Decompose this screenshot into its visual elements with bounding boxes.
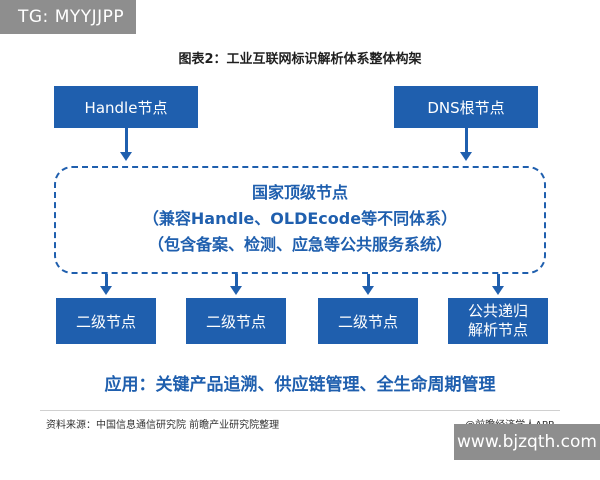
national-node-services: （包含备案、检测、应急等公共服务系统）	[147, 235, 452, 254]
arrow-to-node1	[100, 274, 112, 295]
overlay-tag: TG: MYYJJPP	[0, 0, 136, 34]
national-node-title: 国家顶级节点	[251, 183, 348, 202]
handle-node: Handle节点	[54, 86, 198, 128]
arrow-to-recursive	[492, 274, 504, 295]
dns-root-node: DNS根节点	[394, 86, 538, 128]
source-note: 资料来源：中国信息通信研究院 前瞻产业研究院整理	[46, 420, 280, 431]
national-node-compat: （兼容Handle、OLDEcode等不同体系）	[142, 209, 458, 228]
secondary-node-3: 二级节点	[318, 298, 418, 344]
figure-title: 图表2：工业互联网标识解析体系整体构架	[178, 52, 422, 67]
application-text: 应用：关键产品追溯、供应链管理、全生命周期管理	[104, 375, 496, 395]
arrow-to-node3	[362, 274, 374, 295]
public-recursive-node: 公共递归 解析节点	[448, 298, 548, 344]
recursive-node-line2: 解析节点	[467, 321, 528, 339]
secondary-node-2: 二级节点	[186, 298, 286, 344]
footer-divider	[40, 410, 560, 411]
site-tag: www.bjzqth.com	[454, 424, 600, 460]
secondary-node-1: 二级节点	[56, 298, 156, 344]
national-node-text: 国家顶级节点 （兼容Handle、OLDEcode等不同体系） （包含备案、检测…	[54, 180, 546, 258]
arrow-to-node2	[230, 274, 242, 295]
national-node-container	[54, 166, 546, 274]
recursive-node-line1: 公共递归	[467, 302, 528, 320]
arrow-dns-to-national	[460, 128, 472, 161]
arrow-handle-to-national	[120, 128, 132, 161]
